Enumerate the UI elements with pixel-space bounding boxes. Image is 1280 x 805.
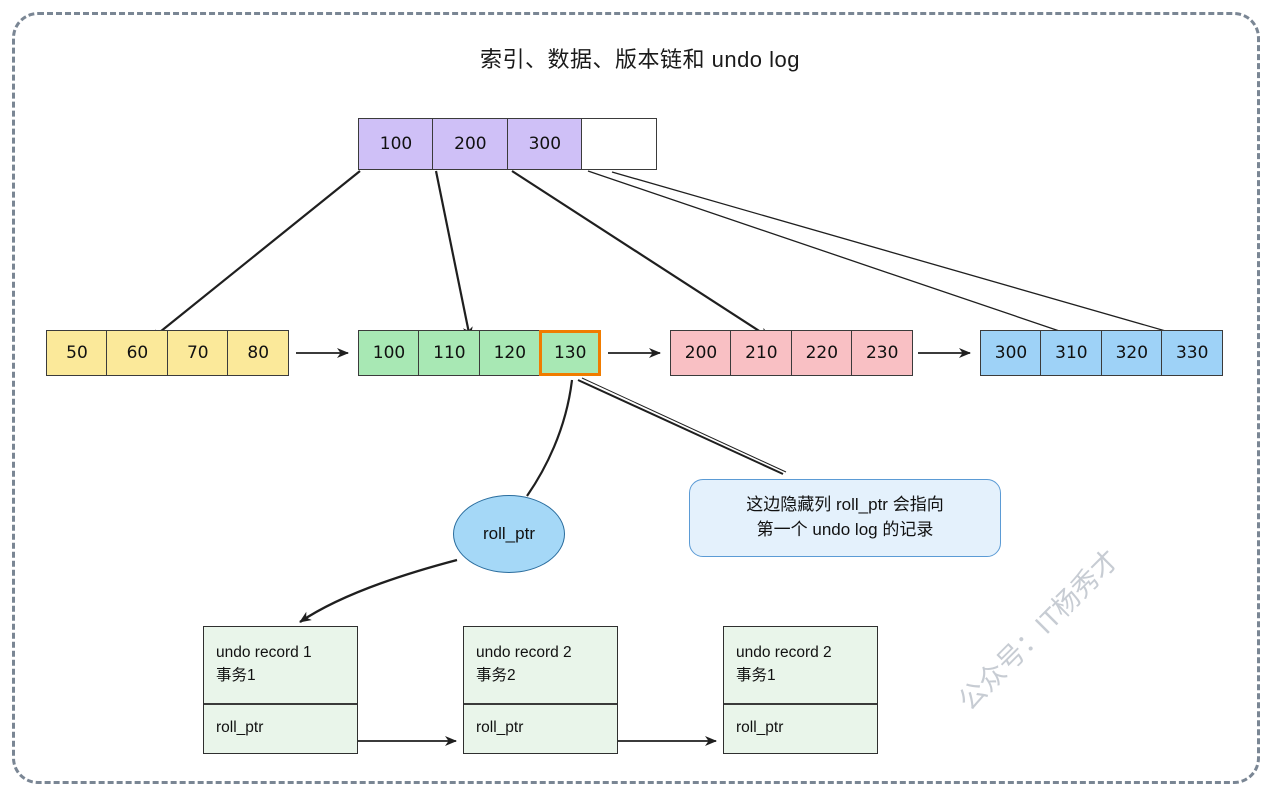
leaf-blue-cell-1[interactable]: 310 (1040, 330, 1103, 376)
edge-cell130-to-callout (577, 379, 784, 475)
leaf-yellow-cell-3[interactable]: 80 (227, 330, 290, 376)
root-cell-1[interactable]: 200 (432, 118, 509, 170)
leaf-pink-cell-0[interactable]: 200 (670, 330, 732, 376)
btree-leaf-yellow: 50 60 70 80 (46, 330, 290, 376)
btree-root-node: 100 200 300 (358, 118, 658, 170)
undo-record-1-header: undo record 1 事务1 (204, 627, 357, 705)
undo-record-1-pointer: roll_ptr (216, 719, 264, 736)
undo-record-1[interactable]: undo record 1 事务1 roll_ptr (203, 626, 358, 754)
edge-cell130-to-rollptr (526, 379, 574, 497)
leaf-yellow-cell-0[interactable]: 50 (46, 330, 108, 376)
leaf-blue-cell-0[interactable]: 300 (980, 330, 1042, 376)
leaf-green-cell-3-highlighted[interactable]: 130 (539, 330, 602, 376)
btree-leaf-green: 100 110 120 130 (358, 330, 602, 376)
edge-root-to-green (434, 170, 473, 339)
callout-line-2: 第一个 undo log 的记录 (756, 520, 934, 539)
leaf-pink-cell-3[interactable]: 230 (851, 330, 914, 376)
edge-cell130-to-callout-2 (581, 377, 787, 473)
edge-root-to-yellow (149, 170, 361, 341)
edge-root-tail-to-blue (611, 171, 1191, 340)
undo-record-3-pointer: roll_ptr (736, 719, 784, 736)
leaf-green-cell-1[interactable]: 110 (418, 330, 481, 376)
callout-line-1: 这边隐藏列 roll_ptr 会指向 (746, 495, 944, 515)
roll-ptr-node-label: roll_ptr (483, 524, 535, 543)
root-cell-0[interactable]: 100 (358, 118, 434, 170)
undo-record-1-title: undo record 1 (216, 644, 312, 661)
leaf-yellow-cell-2[interactable]: 70 (166, 330, 229, 376)
roll-ptr-node[interactable]: roll_ptr (453, 495, 565, 573)
leaf-green-cell-2[interactable]: 120 (478, 330, 541, 376)
root-cell-3-empty[interactable] (581, 118, 658, 170)
undo-record-2-header: undo record 2 事务2 (464, 627, 617, 705)
undo-record-1-subtitle: 事务1 (216, 667, 256, 685)
edge-rollptr-to-undo1 (299, 558, 458, 623)
callout-box: 这边隐藏列 roll_ptr 会指向 第一个 undo log 的记录 (689, 479, 1001, 557)
undo-record-2-pointer: roll_ptr (476, 719, 524, 736)
leaf-blue-cell-3[interactable]: 330 (1161, 330, 1224, 376)
btree-leaf-pink: 200 210 220 230 (670, 330, 914, 376)
edge-root-to-blue (587, 170, 1081, 339)
undo-record-2-subtitle: 事务2 (476, 667, 516, 685)
undo-record-3[interactable]: undo record 2 事务1 roll_ptr (723, 626, 878, 754)
undo-record-3-header: undo record 2 事务1 (724, 627, 877, 705)
diagram-frame (12, 12, 1260, 784)
btree-leaf-blue: 300 310 320 330 (980, 330, 1224, 376)
undo-record-2-title: undo record 2 (476, 644, 572, 661)
page-title: 索引、数据、版本链和 undo log (479, 47, 801, 72)
leaf-yellow-cell-1[interactable]: 60 (106, 330, 169, 376)
undo-record-3-subtitle: 事务1 (736, 667, 776, 685)
undo-record-2[interactable]: undo record 2 事务2 roll_ptr (463, 626, 618, 754)
leaf-pink-cell-2[interactable]: 220 (790, 330, 853, 376)
edge-root-to-pink (511, 170, 771, 339)
undo-record-3-title: undo record 2 (736, 644, 832, 661)
leaf-green-cell-0[interactable]: 100 (358, 330, 420, 376)
leaf-pink-cell-1[interactable]: 210 (730, 330, 793, 376)
leaf-blue-cell-2[interactable]: 320 (1100, 330, 1163, 376)
root-cell-2[interactable]: 300 (506, 118, 583, 170)
